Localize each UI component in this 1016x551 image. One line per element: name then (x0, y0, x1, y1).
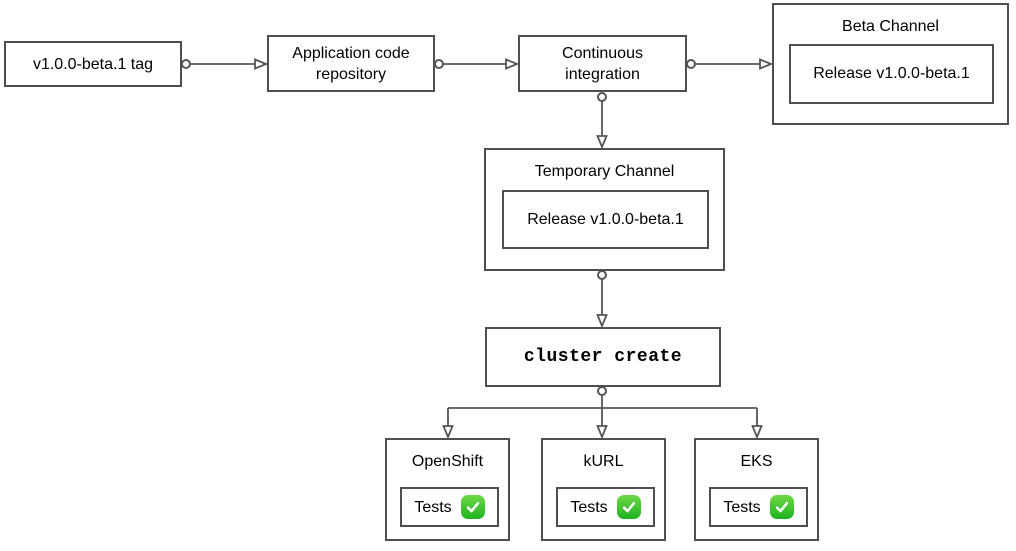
check-mark-button-icon (460, 495, 485, 519)
eks-tests-label: Tests (723, 498, 761, 516)
openshift-title: OpenShift (411, 453, 484, 470)
kurl-title: kURL (583, 453, 624, 470)
cluster-create-label: cluster create (523, 346, 683, 367)
node-version-tag-label: v1.0.0-beta.1 tag (32, 55, 154, 73)
temporary-release-label: Release v1.0.0-beta.1 (527, 210, 684, 228)
temporary-channel-title: Temporary Channel (534, 163, 675, 180)
node-continuous-integration-label: Continuous integration (562, 44, 643, 83)
node-application-code-repository-label: Application code repository (292, 44, 410, 83)
node-continuous-integration: Continuous integration (518, 35, 687, 92)
openshift-tests-box: Tests (400, 487, 499, 527)
edge-ci-to-temporary-channel (596, 92, 608, 150)
openshift-tests-label: Tests (414, 498, 452, 516)
node-openshift: OpenShift Tests (385, 438, 510, 541)
node-cluster-create: cluster create (485, 327, 721, 387)
node-application-code-repository: Application code repository (267, 35, 435, 92)
kurl-tests-label: Tests (570, 498, 608, 516)
beta-release-label: Release v1.0.0-beta.1 (813, 65, 970, 82)
check-mark-button-icon (769, 495, 794, 519)
node-temporary-release: Release v1.0.0-beta.1 (502, 190, 709, 249)
edge-tag-to-repo (181, 58, 269, 70)
node-temporary-channel: Temporary Channel Release v1.0.0-beta.1 (484, 148, 725, 271)
kurl-tests-box: Tests (556, 487, 655, 527)
edge-repo-to-ci (434, 58, 520, 70)
node-version-tag: v1.0.0-beta.1 tag (4, 41, 182, 87)
eks-tests-box: Tests (709, 487, 808, 527)
eks-title: EKS (740, 453, 773, 470)
node-beta-release: Release v1.0.0-beta.1 (789, 44, 994, 104)
node-beta-channel: Beta Channel Release v1.0.0-beta.1 (772, 3, 1009, 125)
node-kurl: kURL Tests (541, 438, 666, 541)
node-eks: EKS Tests (694, 438, 819, 541)
edge-temporary-channel-to-cluster-create (596, 270, 608, 329)
check-mark-button-icon (616, 495, 641, 519)
edge-ci-to-beta-channel (686, 58, 774, 70)
edge-cluster-create-to-clusters (442, 386, 763, 440)
beta-channel-title: Beta Channel (842, 18, 939, 35)
